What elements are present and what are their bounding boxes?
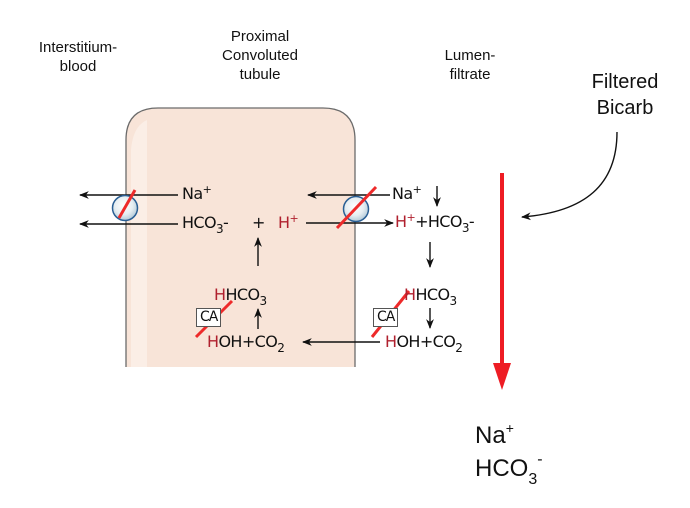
cell-h-charge: + xyxy=(289,212,299,225)
cell-h-base: H xyxy=(278,213,290,232)
tubule-cell-border xyxy=(125,107,356,367)
lumen-water-co2: HOH+CO2 xyxy=(385,332,463,355)
cell-hoh-h: H xyxy=(207,332,219,351)
output-na-charge: + xyxy=(505,420,514,436)
cell-carbonic-anhydrase-box: CA xyxy=(196,308,222,327)
cell-na-ion: Na+ xyxy=(182,183,212,204)
lumen-h-base: H xyxy=(395,212,407,231)
lumen-line-2: filtrate xyxy=(449,66,491,83)
lumen-line-1: Lumen- xyxy=(444,47,496,64)
apical-block-slash xyxy=(335,185,378,230)
lumen-hhco3-h: H xyxy=(404,285,416,304)
pct-label: Proximal Convoluted tubule xyxy=(200,27,320,84)
cell-na-base: Na xyxy=(182,184,203,203)
cell-hco3-ion: HCO3- xyxy=(182,213,229,236)
cell-na-charge: + xyxy=(202,183,212,196)
cell-hco3-sub: 3 xyxy=(216,222,224,236)
cell-hhco3-sub: 3 xyxy=(259,294,267,308)
interstitium-line-1: Interstitium- xyxy=(38,39,118,56)
basolateral-block-slash xyxy=(117,189,137,219)
lumen-h-charge: + xyxy=(406,211,416,224)
cell-h-ion: H+ xyxy=(278,212,299,233)
output-na-base: Na xyxy=(475,422,506,449)
bicarb-excretion-arrowhead-icon xyxy=(493,363,511,390)
cell-plus: + xyxy=(252,213,265,232)
lumen-hco3-base: HCO xyxy=(427,212,463,231)
lumen-hhco3-sub: 3 xyxy=(449,294,457,308)
lumen-hoh-rest: OH+CO xyxy=(396,332,456,351)
lumen-carbonic-acid: HHCO3 xyxy=(404,285,457,308)
interstitium-label: Interstitium- blood xyxy=(20,38,136,76)
lumen-na-ion: Na+ xyxy=(392,183,422,204)
lumen-hco3-charge: - xyxy=(468,212,475,231)
filtered-line-1: Filtered xyxy=(591,71,659,93)
lumen-plus: + xyxy=(415,212,428,231)
pct-line-2: Convoluted xyxy=(222,47,298,64)
filtered-bicarb-label: Filtered Bicarb xyxy=(570,69,680,121)
output-hco3: HCO3 - xyxy=(475,451,543,488)
output-na: Na+ xyxy=(475,421,514,451)
lumen-h-plus-hco3: H++HCO3- xyxy=(395,211,475,235)
cell-hoh-rest: OH+CO xyxy=(218,332,278,351)
pct-line-1: Proximal xyxy=(230,28,290,45)
cell-hhco3-h: H xyxy=(214,285,226,304)
lumen-hoh-h: H xyxy=(385,332,397,351)
output-hco3-sub: 3 xyxy=(528,471,538,488)
lumen-hhco3-rest: HCO xyxy=(415,285,450,304)
lumen-label: Lumen- filtrate xyxy=(415,46,525,84)
filtered-line-2: Bicarb xyxy=(596,97,654,119)
cell-hco3-base: HCO xyxy=(182,213,217,232)
lumen-hco3-sub: 3 xyxy=(461,221,470,235)
lumen-na-base: Na xyxy=(392,184,413,203)
output-hco3-base: HCO xyxy=(475,455,529,482)
cell-hhco3-rest: HCO xyxy=(225,285,260,304)
cell-hco3-charge: - xyxy=(223,213,229,232)
lumen-na-charge: + xyxy=(412,183,422,196)
cell-highlight xyxy=(131,120,147,367)
lumen-hoh-sub: 2 xyxy=(455,341,463,355)
cell-water-co2: HOH+CO2 xyxy=(207,332,285,355)
tubule-cell xyxy=(126,108,355,367)
output-hco3-charge: - xyxy=(537,451,543,468)
cell-hoh-sub: 2 xyxy=(277,341,285,355)
filtered-bicarb-arrow xyxy=(521,131,618,221)
cell-carbonic-acid: HHCO3 xyxy=(214,285,267,308)
pct-line-3: tubule xyxy=(239,66,281,83)
lumen-carbonic-anhydrase-box: CA xyxy=(373,308,399,327)
interstitium-line-2: blood xyxy=(59,58,97,75)
